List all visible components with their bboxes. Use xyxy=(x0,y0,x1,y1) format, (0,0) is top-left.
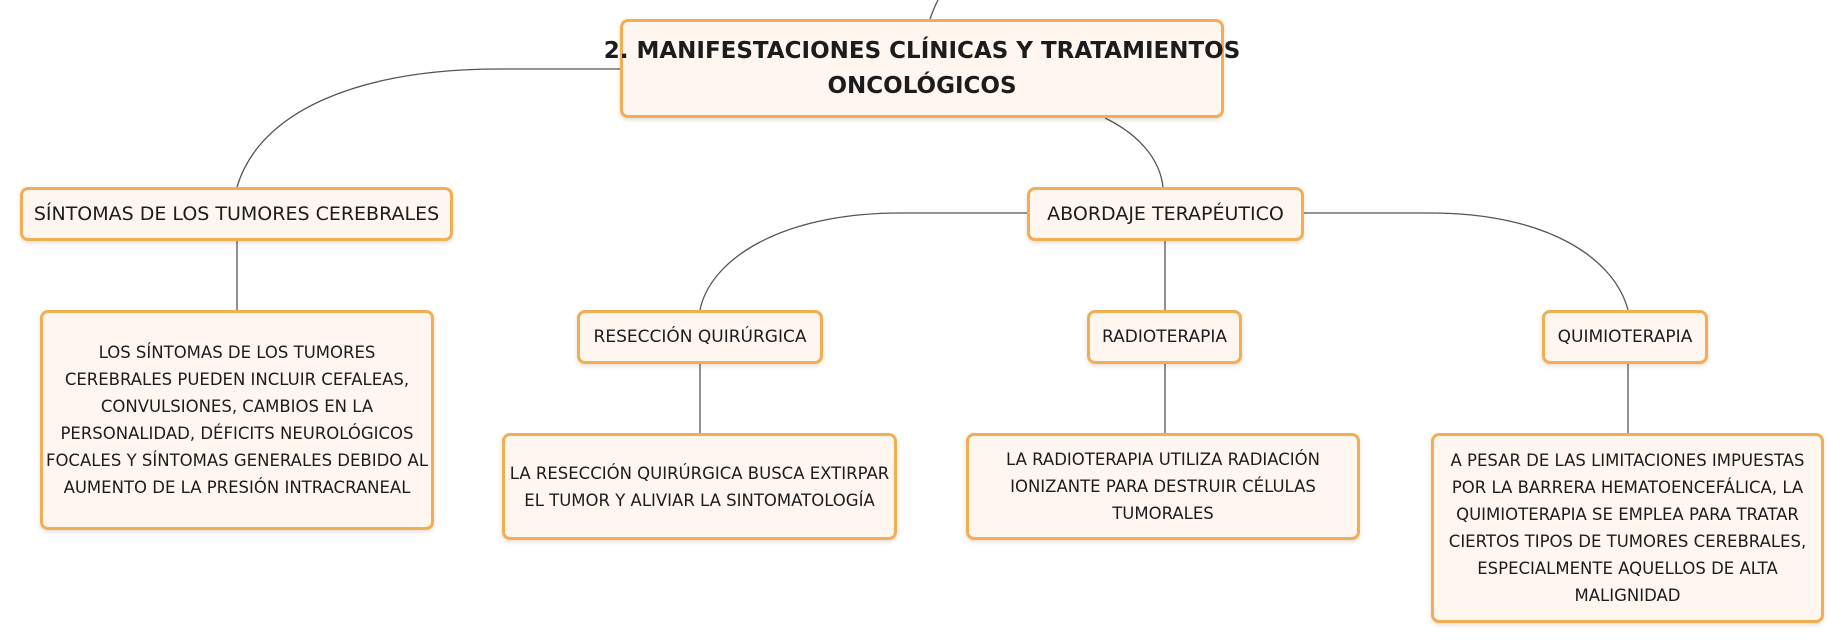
reseccion-detail-text: LA RESECCIÓN QUIRÚRGICA BUSCA EXTIRPAR E… xyxy=(509,463,890,510)
abordaje-node[interactable]: ABORDAJE TERAPÉUTICO xyxy=(1027,187,1304,241)
root-node-text: 2. MANIFESTACIONES CLÍNICAS Y TRATAMIENT… xyxy=(603,37,1241,99)
connector-root-sintomas xyxy=(236,68,620,188)
sintomas-detail-text: LOS SÍNTOMAS DE LOS TUMORES CEREBRALES P… xyxy=(45,343,429,497)
reseccion-detail-node[interactable]: LA RESECCIÓN QUIRÚRGICA BUSCA EXTIRPAR E… xyxy=(502,433,897,540)
radioterapia-node[interactable]: RADIOTERAPIA xyxy=(1087,310,1242,364)
sintomas-node-label: SÍNTOMAS DE LOS TUMORES CEREBRALES xyxy=(33,203,440,225)
quimioterapia-detail-text: A PESAR DE LAS LIMITACIONES IMPUESTAS PO… xyxy=(1448,451,1807,605)
radioterapia-detail-node[interactable]: LA RADIOTERAPIA UTILIZA RADIACIÓN IONIZA… xyxy=(966,433,1360,540)
reseccion-node[interactable]: RESECCIÓN QUIRÚRGICA xyxy=(577,310,823,364)
root-node[interactable]: 2. MANIFESTACIONES CLÍNICAS Y TRATAMIENT… xyxy=(604,19,1240,118)
quimioterapia-detail-node[interactable]: A PESAR DE LAS LIMITACIONES IMPUESTAS PO… xyxy=(1431,433,1824,623)
connector-root-abordaje xyxy=(1104,117,1164,188)
abordaje-node-label: ABORDAJE TERAPÉUTICO xyxy=(1047,203,1284,225)
quimioterapia-node[interactable]: QUIMIOTERAPIA xyxy=(1542,310,1708,364)
reseccion-node-label: RESECCIÓN QUIRÚRGICA xyxy=(593,327,807,347)
connector-abordaje-quimioterapia xyxy=(1304,212,1629,311)
sintomas-detail-node[interactable]: LOS SÍNTOMAS DE LOS TUMORES CEREBRALES P… xyxy=(40,310,434,530)
connector-parent-root xyxy=(929,0,939,20)
connector-abordaje-reseccion xyxy=(699,212,1027,311)
radioterapia-node-label: RADIOTERAPIA xyxy=(1101,327,1227,347)
sintomas-node[interactable]: SÍNTOMAS DE LOS TUMORES CEREBRALES xyxy=(20,187,453,241)
radioterapia-detail-text: LA RADIOTERAPIA UTILIZA RADIACIÓN IONIZA… xyxy=(1006,450,1320,523)
quimioterapia-node-label: QUIMIOTERAPIA xyxy=(1557,327,1693,347)
